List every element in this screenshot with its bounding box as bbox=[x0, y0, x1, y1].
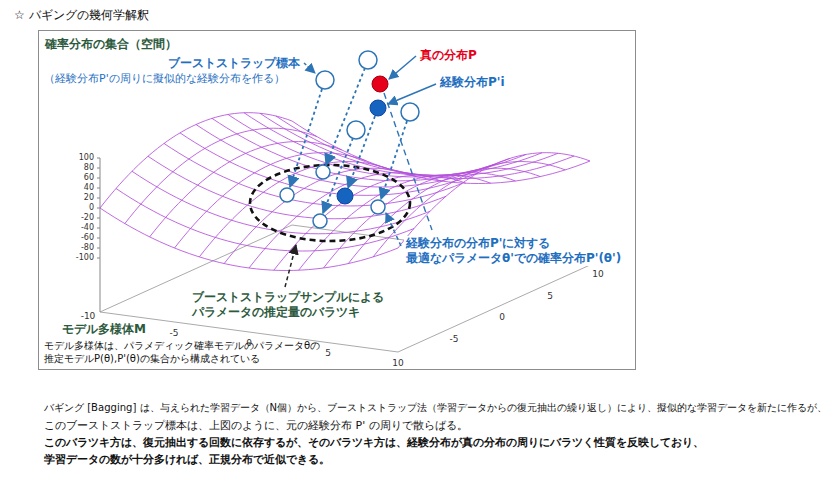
axis-tick: 5 bbox=[547, 292, 553, 301]
z-tick-mark bbox=[97, 258, 100, 259]
axis-tick: 20 bbox=[84, 194, 94, 202]
body-text: バギング [Bagging] は、与えられた学習データ（N個）から、ブーストスト… bbox=[44, 402, 827, 415]
callout-label: 真の分布P bbox=[420, 48, 477, 63]
bootstrap-sample bbox=[401, 103, 419, 121]
callout-note: （経験分布P'の周りに擬似的な経験分布を作る） bbox=[44, 72, 285, 86]
axis-tick: -10 bbox=[81, 312, 96, 321]
axis-tick: 10 bbox=[392, 359, 403, 368]
z-axis bbox=[100, 158, 101, 312]
panel-heading: 確率分布の集合（空間） bbox=[45, 36, 629, 53]
z-tick-mark bbox=[97, 248, 100, 249]
bootstrap-point bbox=[313, 214, 327, 228]
body-text: 学習データの数が十分多ければ、正規分布で近似できる。 bbox=[44, 453, 330, 467]
axis-tick: -100 bbox=[76, 254, 94, 262]
projection-arrow bbox=[348, 116, 375, 188]
empirical-point bbox=[337, 188, 353, 204]
axis-tick: -40 bbox=[81, 224, 94, 232]
surface-grid-line bbox=[228, 114, 526, 177]
callout-label: モデル多様体M bbox=[62, 322, 146, 337]
callout-label: ブーストストラップ標本 bbox=[168, 56, 300, 71]
z-tick-marks bbox=[97, 158, 100, 258]
z-tick-mark bbox=[97, 228, 100, 229]
spread-ellipse bbox=[250, 165, 410, 241]
z-tick-mark bbox=[97, 198, 100, 199]
z-tick-mark bbox=[97, 218, 100, 219]
surface-grid-line bbox=[244, 113, 542, 176]
axis-tick: 5 bbox=[325, 349, 331, 358]
dashed-guide bbox=[384, 93, 432, 230]
bootstrap-point bbox=[316, 165, 330, 179]
surface-grid-line bbox=[398, 153, 590, 248]
axis-tick: 40 bbox=[84, 184, 94, 192]
bootstrap-point bbox=[371, 200, 385, 214]
surface-points bbox=[280, 165, 385, 228]
surface-grid-line bbox=[276, 116, 574, 179]
callout-label: 経験分布P'i bbox=[440, 75, 505, 90]
z-tick-mark bbox=[97, 208, 100, 209]
axis-tick: -60 bbox=[81, 234, 94, 242]
z-tick-mark bbox=[97, 188, 100, 189]
callout-label: ブーストストラップサンプルによる パラメータの推定量のバラツキ bbox=[190, 290, 399, 320]
surface-grid-line bbox=[224, 168, 416, 263]
bootstrap-point bbox=[280, 188, 294, 202]
axis-tick: 0 bbox=[499, 313, 505, 322]
bootstrap-sample bbox=[359, 51, 377, 69]
leader-arrow bbox=[304, 63, 315, 73]
diagram-title: ☆ バギングの幾何学解釈 bbox=[14, 8, 149, 23]
z-tick-mark bbox=[97, 178, 100, 179]
bootstrap-sample bbox=[347, 121, 365, 139]
note-text: モデル多様体は、パラメディック確率モデルのパラメータθの 推定モデルP(θ),P… bbox=[44, 340, 326, 365]
surface-grid-line bbox=[116, 189, 414, 252]
body-text: このブーストストラップ標本は、上図のように、元の経験分布 P' の周りで散らばる… bbox=[44, 419, 468, 433]
surface-grid-line bbox=[292, 121, 590, 184]
axis-tick: 80 bbox=[84, 164, 94, 172]
callout-label: 経験分布の分布P'に対する 最適なパラメータθ'での確率分布P'(θ') bbox=[404, 236, 630, 266]
surface-grid-line bbox=[150, 142, 342, 237]
axis-tick: 100 bbox=[79, 154, 94, 162]
axis-tick: -80 bbox=[81, 244, 94, 252]
space-points bbox=[316, 51, 419, 139]
leader-arrow bbox=[285, 245, 296, 287]
axis-tick: 0 bbox=[89, 204, 94, 212]
z-tick-mark bbox=[97, 168, 100, 169]
bootstrap-sample bbox=[316, 71, 334, 89]
true-distribution bbox=[372, 76, 388, 92]
leader-arrow bbox=[388, 84, 436, 104]
axis-tick: -5 bbox=[170, 329, 179, 338]
leader-arrow bbox=[386, 213, 401, 246]
axis-tick: 10 bbox=[592, 270, 603, 279]
projection-arrow bbox=[381, 121, 407, 199]
z-tick-mark bbox=[97, 158, 100, 159]
empirical-distribution bbox=[370, 100, 386, 116]
surface-grid-line bbox=[199, 162, 391, 257]
axis-tick: -5 bbox=[450, 335, 459, 344]
surface-grid-line bbox=[100, 113, 292, 208]
axis-tick: 60 bbox=[84, 174, 94, 182]
axis-tick: -20 bbox=[81, 214, 94, 222]
body-text: このバラツキ方は、復元抽出する回数に依存するが、そのバラツキ方は、経験分布が真の… bbox=[44, 436, 704, 450]
leader-arrow bbox=[389, 56, 416, 79]
projection-lines bbox=[290, 68, 432, 230]
z-tick-mark bbox=[97, 238, 100, 239]
